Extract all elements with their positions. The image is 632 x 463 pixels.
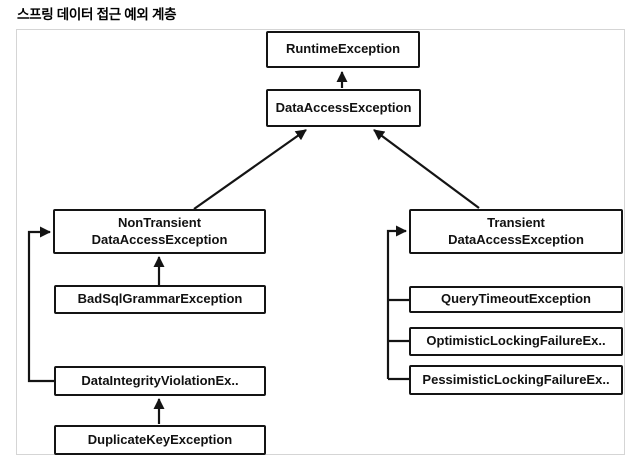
node-data-integrity-violation-exception: DataIntegrityViolationEx.. — [54, 366, 266, 396]
edge-left-rail — [27, 226, 55, 383]
node-label-line2: DataAccessException — [91, 231, 228, 247]
node-label-line2: DataAccessException — [448, 231, 584, 247]
hierarchy-edges — [27, 71, 480, 424]
node-label: DataIntegrityViolationEx.. — [81, 372, 239, 388]
node-bad-sql-grammar-exception: BadSqlGrammarException — [54, 285, 266, 314]
edge-right-rail — [386, 225, 407, 379]
node-query-timeout-exception: QueryTimeoutException — [409, 286, 623, 313]
node-label: DataAccessException — [275, 99, 412, 115]
node-label: QueryTimeoutException — [440, 291, 591, 307]
edge-nontransient-to-dataaccess — [193, 129, 307, 210]
node-pessimistic-locking-failure-exception: PessimisticLockingFailureEx.. — [409, 365, 623, 395]
page-title: 스프링 데이터 접근 예외 계층 — [17, 7, 177, 22]
node-runtime-exception: RuntimeException — [266, 31, 420, 68]
node-data-access-exception: DataAccessException — [266, 89, 421, 127]
node-label: PessimisticLockingFailureEx.. — [422, 371, 610, 387]
node-label: RuntimeException — [285, 41, 401, 57]
node-transient-data-access-exception: Transient DataAccessException — [409, 209, 623, 254]
node-label: DuplicateKeyException — [87, 431, 233, 447]
node-label-line1: NonTransient — [117, 215, 202, 231]
node-label-line1: Transient — [487, 215, 545, 231]
node-label: BadSqlGrammarException — [77, 291, 243, 307]
node-duplicate-key-exception: DuplicateKeyException — [54, 425, 266, 455]
node-non-transient-data-access-exception: NonTransient DataAccessException — [53, 209, 266, 254]
diagram-frame: RuntimeException DataAccessException Non… — [16, 29, 625, 455]
edge-transient-to-dataaccess — [373, 129, 480, 209]
node-optimistic-locking-failure-exception: OptimisticLockingFailureEx.. — [409, 327, 623, 356]
node-label: OptimisticLockingFailureEx.. — [426, 333, 606, 349]
